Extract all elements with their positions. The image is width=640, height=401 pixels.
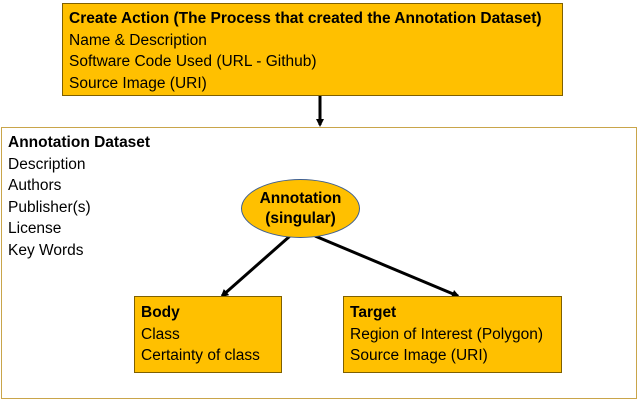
dataset-item-description: Description [8, 155, 86, 173]
dataset-item-keywords: Key Words [8, 241, 84, 259]
body-item-class: Class [141, 325, 180, 343]
target-item-source-image: Source Image (URI) [350, 347, 488, 364]
body-box: Body Class Certainty of class [134, 296, 282, 373]
dataset-item-publishers: Publisher(s) [8, 198, 91, 216]
annotation-ellipse: Annotation (singular) [241, 179, 360, 238]
dataset-item-license: License [8, 220, 62, 237]
annotation-label: Annotation [259, 189, 342, 207]
body-title: Body [141, 304, 180, 321]
annotation-sublabel: (singular) [265, 209, 336, 227]
target-item-region: Region of Interest (Polygon) [350, 325, 543, 343]
annotation-dataset-title: Annotation Dataset [8, 134, 151, 151]
create-action-item-software: Software Code Used (URL - Github) [69, 53, 317, 70]
create-action-item-source-image: Source Image (URI) [69, 74, 207, 92]
create-action-box: Create Action (The Process that created … [62, 3, 563, 96]
annotation-dataset-container: Annotation Dataset Description Authors P… [1, 127, 637, 399]
target-box: Target Region of Interest (Polygon) Sour… [343, 296, 562, 373]
dataset-item-authors: Authors [8, 177, 62, 194]
body-item-certainty: Certainty of class [141, 347, 260, 364]
target-title: Target [350, 304, 397, 321]
create-action-item-name: Name & Description [69, 31, 207, 49]
create-action-title: Create Action (The Process that created … [69, 10, 542, 27]
